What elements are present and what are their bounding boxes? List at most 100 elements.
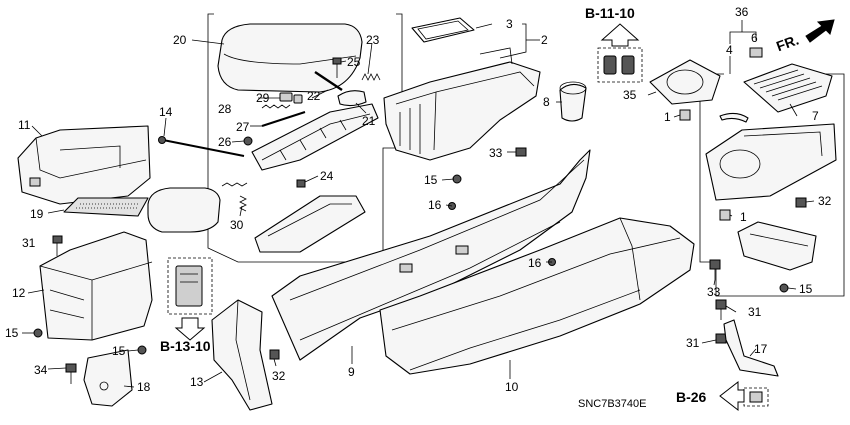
callout-35: 35 (623, 88, 637, 102)
spring-28[interactable] (261, 104, 291, 109)
screw-25[interactable] (332, 57, 342, 78)
switch-pair[interactable] (603, 55, 635, 75)
bracket-17[interactable] (723, 319, 779, 377)
callout-33-center: 33 (489, 146, 503, 160)
callout-16-right: 16 (528, 256, 542, 270)
callout-4: 4 (726, 43, 733, 57)
armrest-lid[interactable] (217, 23, 363, 93)
armrest-bottom-cover[interactable] (254, 195, 366, 253)
armrest-hinge-base[interactable] (251, 103, 379, 171)
console-side-panel-10[interactable] (379, 217, 695, 375)
armrest-pad[interactable] (147, 187, 221, 233)
callout-26: 26 (218, 135, 232, 149)
bolt-34[interactable] (65, 363, 77, 384)
front-direction-arrow (805, 19, 835, 43)
spring-30[interactable] (221, 182, 248, 212)
leader-lines (22, 23, 815, 388)
rod-27[interactable] (261, 111, 306, 127)
callout-6: 6 (751, 31, 758, 45)
callout-18: 18 (137, 380, 151, 394)
clip-33-right[interactable] (709, 259, 721, 280)
callout-32-lower: 32 (272, 369, 286, 383)
center-box-2[interactable] (383, 47, 541, 161)
shift-console-panel[interactable] (705, 123, 837, 201)
callout-25: 25 (347, 55, 361, 69)
arrow-to-b-26 (719, 380, 745, 412)
side-panel-13[interactable] (211, 299, 273, 411)
arrow-to-b-13-10 (174, 317, 206, 341)
tray-mat-19[interactable] (63, 197, 149, 217)
callout-19: 19 (30, 207, 44, 221)
clip-1-upper[interactable] (679, 109, 691, 121)
callout-16-left: 16 (428, 198, 442, 212)
spring-23[interactable] (361, 73, 381, 81)
screw-15-left[interactable] (33, 328, 43, 338)
screw-26[interactable] (243, 136, 253, 146)
hinge-cover-24[interactable] (296, 179, 306, 188)
callout-28: 28 (218, 102, 232, 116)
callout-24: 24 (320, 169, 334, 183)
callout-labels: 20 3 2 23 25 29 22 28 27 26 21 24 30 14 … (5, 5, 832, 410)
callout-1-upper: 1 (664, 110, 671, 124)
callout-15-right: 15 (799, 282, 813, 296)
bolt-14[interactable] (158, 136, 245, 157)
callout-22: 22 (307, 89, 321, 103)
trim-strip[interactable] (719, 112, 749, 123)
callout-12: 12 (12, 286, 26, 300)
rear-upper-tray-11[interactable] (17, 125, 151, 205)
leader-4-6 (729, 31, 757, 44)
clip-29[interactable] (279, 92, 303, 104)
latch-21[interactable] (337, 90, 367, 107)
screw-15-right[interactable] (779, 283, 789, 293)
callout-31-left: 31 (22, 236, 36, 250)
callout-14: 14 (159, 105, 173, 119)
screw-15-mid[interactable] (137, 345, 147, 355)
clip-32-right[interactable] (795, 197, 807, 208)
callout-33-right: 33 (707, 285, 721, 299)
callout-31-right-upper: 31 (748, 305, 762, 319)
switch-dashed-frame (597, 47, 643, 83)
connector-b26[interactable] (749, 391, 763, 403)
callout-23: 23 (366, 33, 380, 47)
callout-15-mid: 15 (112, 344, 126, 358)
pin-22[interactable] (314, 71, 343, 91)
callout-15-center: 15 (424, 173, 438, 187)
control-module[interactable] (175, 265, 203, 307)
callout-1-lower: 1 (740, 210, 747, 224)
callout-27: 27 (236, 120, 250, 134)
panel-7[interactable] (743, 63, 833, 113)
screw-15-center[interactable] (452, 174, 462, 184)
callout-10: 10 (505, 380, 519, 394)
pocket-tray[interactable] (737, 221, 817, 271)
bolt-31-left[interactable] (52, 235, 63, 256)
callout-17: 17 (754, 342, 768, 356)
callout-11: 11 (18, 118, 31, 132)
cup-holder-8[interactable] (559, 81, 587, 122)
ref-fr: FR. (774, 32, 801, 55)
tray-mat-3[interactable] (411, 17, 475, 43)
diagram-code: SNC7B3740E (578, 398, 647, 410)
callout-29: 29 (256, 91, 270, 105)
callout-31-right-lower: 31 (686, 336, 700, 350)
clip-32-lower[interactable] (269, 349, 280, 360)
clip-1-lower[interactable] (719, 209, 731, 221)
rear-lower-box-12[interactable] (39, 231, 153, 341)
console-side-panel-9[interactable] (271, 149, 591, 361)
bracket-18[interactable] (83, 349, 133, 407)
b26-dashed-frame (743, 387, 769, 407)
callout-2: 2 (541, 33, 548, 47)
shift-bezel-35[interactable] (649, 59, 721, 105)
callout-8: 8 (543, 95, 550, 109)
bolt-31-right-lower[interactable] (715, 333, 727, 344)
callout-20: 20 (173, 33, 187, 47)
callout-36: 36 (735, 5, 749, 19)
clip-6[interactable] (749, 47, 763, 58)
ref-b-26: B-26 (676, 389, 707, 405)
callout-30: 30 (230, 218, 244, 232)
bolt-31-right-upper[interactable] (715, 299, 727, 320)
clip-33-center[interactable] (515, 147, 527, 157)
callout-7: 7 (812, 109, 819, 123)
module-dashed-frame (167, 257, 213, 315)
callout-9: 9 (348, 365, 355, 379)
